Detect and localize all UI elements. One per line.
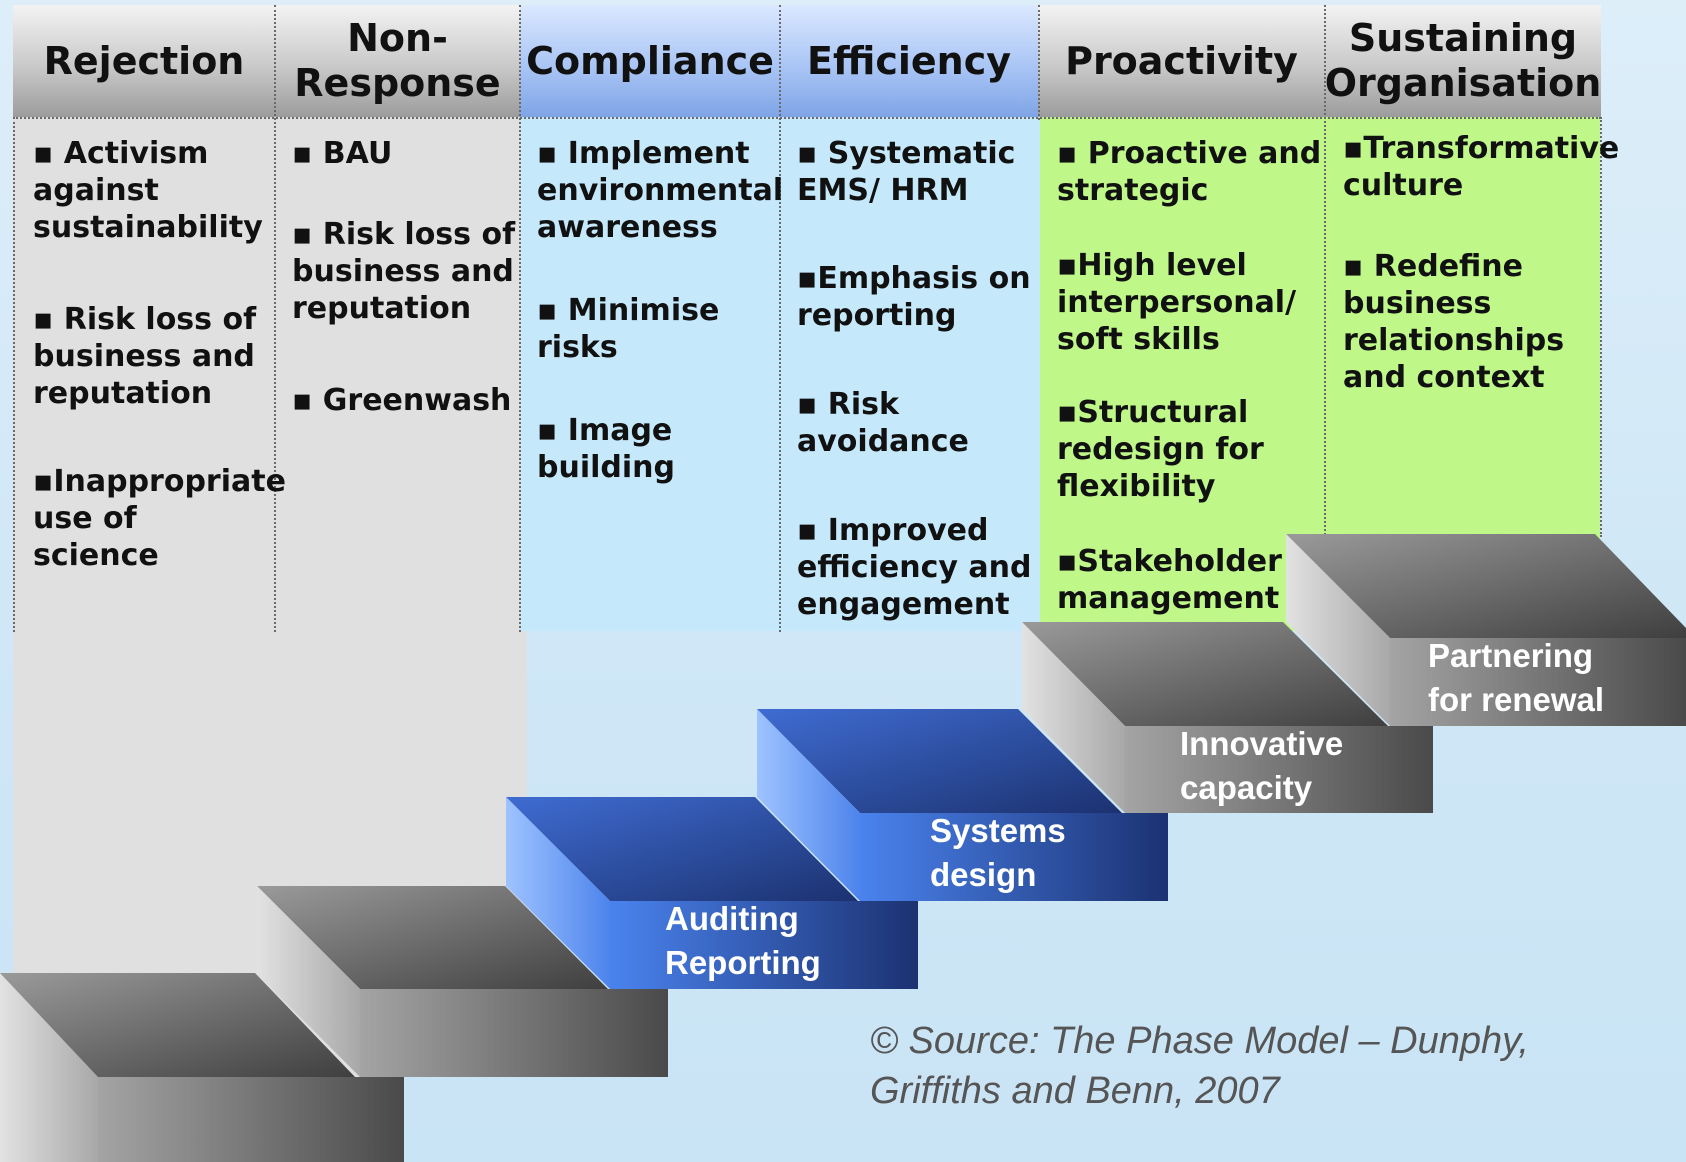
list-item: ▪Emphasis on reporting <box>797 261 1031 333</box>
column-divider <box>13 117 15 632</box>
list-item: ▪ Risk loss of business and reputation <box>292 217 516 326</box>
header-rejection: Rejection <box>13 5 275 117</box>
column-divider <box>779 5 781 632</box>
column-divider <box>1600 117 1602 537</box>
header-non-response: Non- Response <box>275 5 520 117</box>
list-item: ▪ Improved efficiency and engagement <box>797 513 1032 622</box>
list-item: ▪ Risk avoidance <box>797 387 969 459</box>
list-item: ▪ Risk loss of business and reputation <box>33 302 257 411</box>
list-item: ▪ Activism against sustainability <box>33 136 263 245</box>
compliance-items: ▪ Implement environmental awareness ▪ Mi… <box>537 135 784 486</box>
list-item: ▪High level interpersonal/ soft skills <box>1057 248 1297 357</box>
header-divider <box>13 117 1601 119</box>
column-divider <box>1324 5 1326 535</box>
header-compliance: Compliance <box>520 5 780 117</box>
list-item: ▪ Systematic EMS/ HRM <box>797 136 1016 208</box>
list-item: ▪ Image building <box>537 413 675 485</box>
step-label-partnering: Partnering for renewal <box>1428 637 1605 718</box>
step-1 <box>0 973 404 1162</box>
list-item: ▪Stakeholder management <box>1057 544 1282 616</box>
proactivity-items: ▪ Proactive and strategic ▪High level in… <box>1057 135 1322 617</box>
header-proactivity: Proactivity <box>1038 5 1325 117</box>
rejection-items: ▪ Activism against sustainability ▪ Risk… <box>33 135 286 574</box>
list-item: ▪ Greenwash <box>292 383 512 418</box>
column-divider <box>274 5 276 632</box>
efficiency-items: ▪ Systematic EMS/ HRM ▪Emphasis on repor… <box>797 135 1037 623</box>
non-response-items: ▪ BAU ▪ Risk loss of business and reputa… <box>292 135 517 419</box>
step-innovative <box>1022 622 1433 813</box>
list-item: ▪Structural redesign for flexibility <box>1057 395 1264 504</box>
list-item: ▪ BAU <box>292 136 393 171</box>
step-2 <box>257 886 668 1077</box>
sustaining-organisation-items: ▪Transformative culture ▪ Redefine busin… <box>1343 130 1620 396</box>
step-label-innovative: Innovative capacity <box>1180 725 1344 806</box>
list-item: ▪Inappropriate use of science <box>33 464 286 573</box>
source-citation: © Source: The Phase Model – Dunphy, Grif… <box>870 1020 1529 1112</box>
list-item: ▪ Implement environmental awareness <box>537 136 784 245</box>
list-item: ▪ Minimise risks <box>537 293 720 365</box>
column-divider <box>1038 5 1040 120</box>
step-label-systems: Systems design <box>930 812 1066 893</box>
list-item: ▪ Proactive and strategic <box>1057 136 1322 208</box>
header-efficiency: Efficiency <box>780 5 1038 117</box>
step-systems <box>757 709 1168 901</box>
step-label-auditing: Auditing Reporting <box>665 900 821 981</box>
step-auditing <box>506 797 918 989</box>
header-sustaining-organisation: Sustaining Organisation <box>1325 5 1601 117</box>
step-partnering <box>1286 534 1686 726</box>
column-divider <box>519 5 521 632</box>
list-item: ▪ Redefine business relationships and co… <box>1343 249 1565 395</box>
list-item: ▪Transformative culture <box>1343 131 1620 203</box>
